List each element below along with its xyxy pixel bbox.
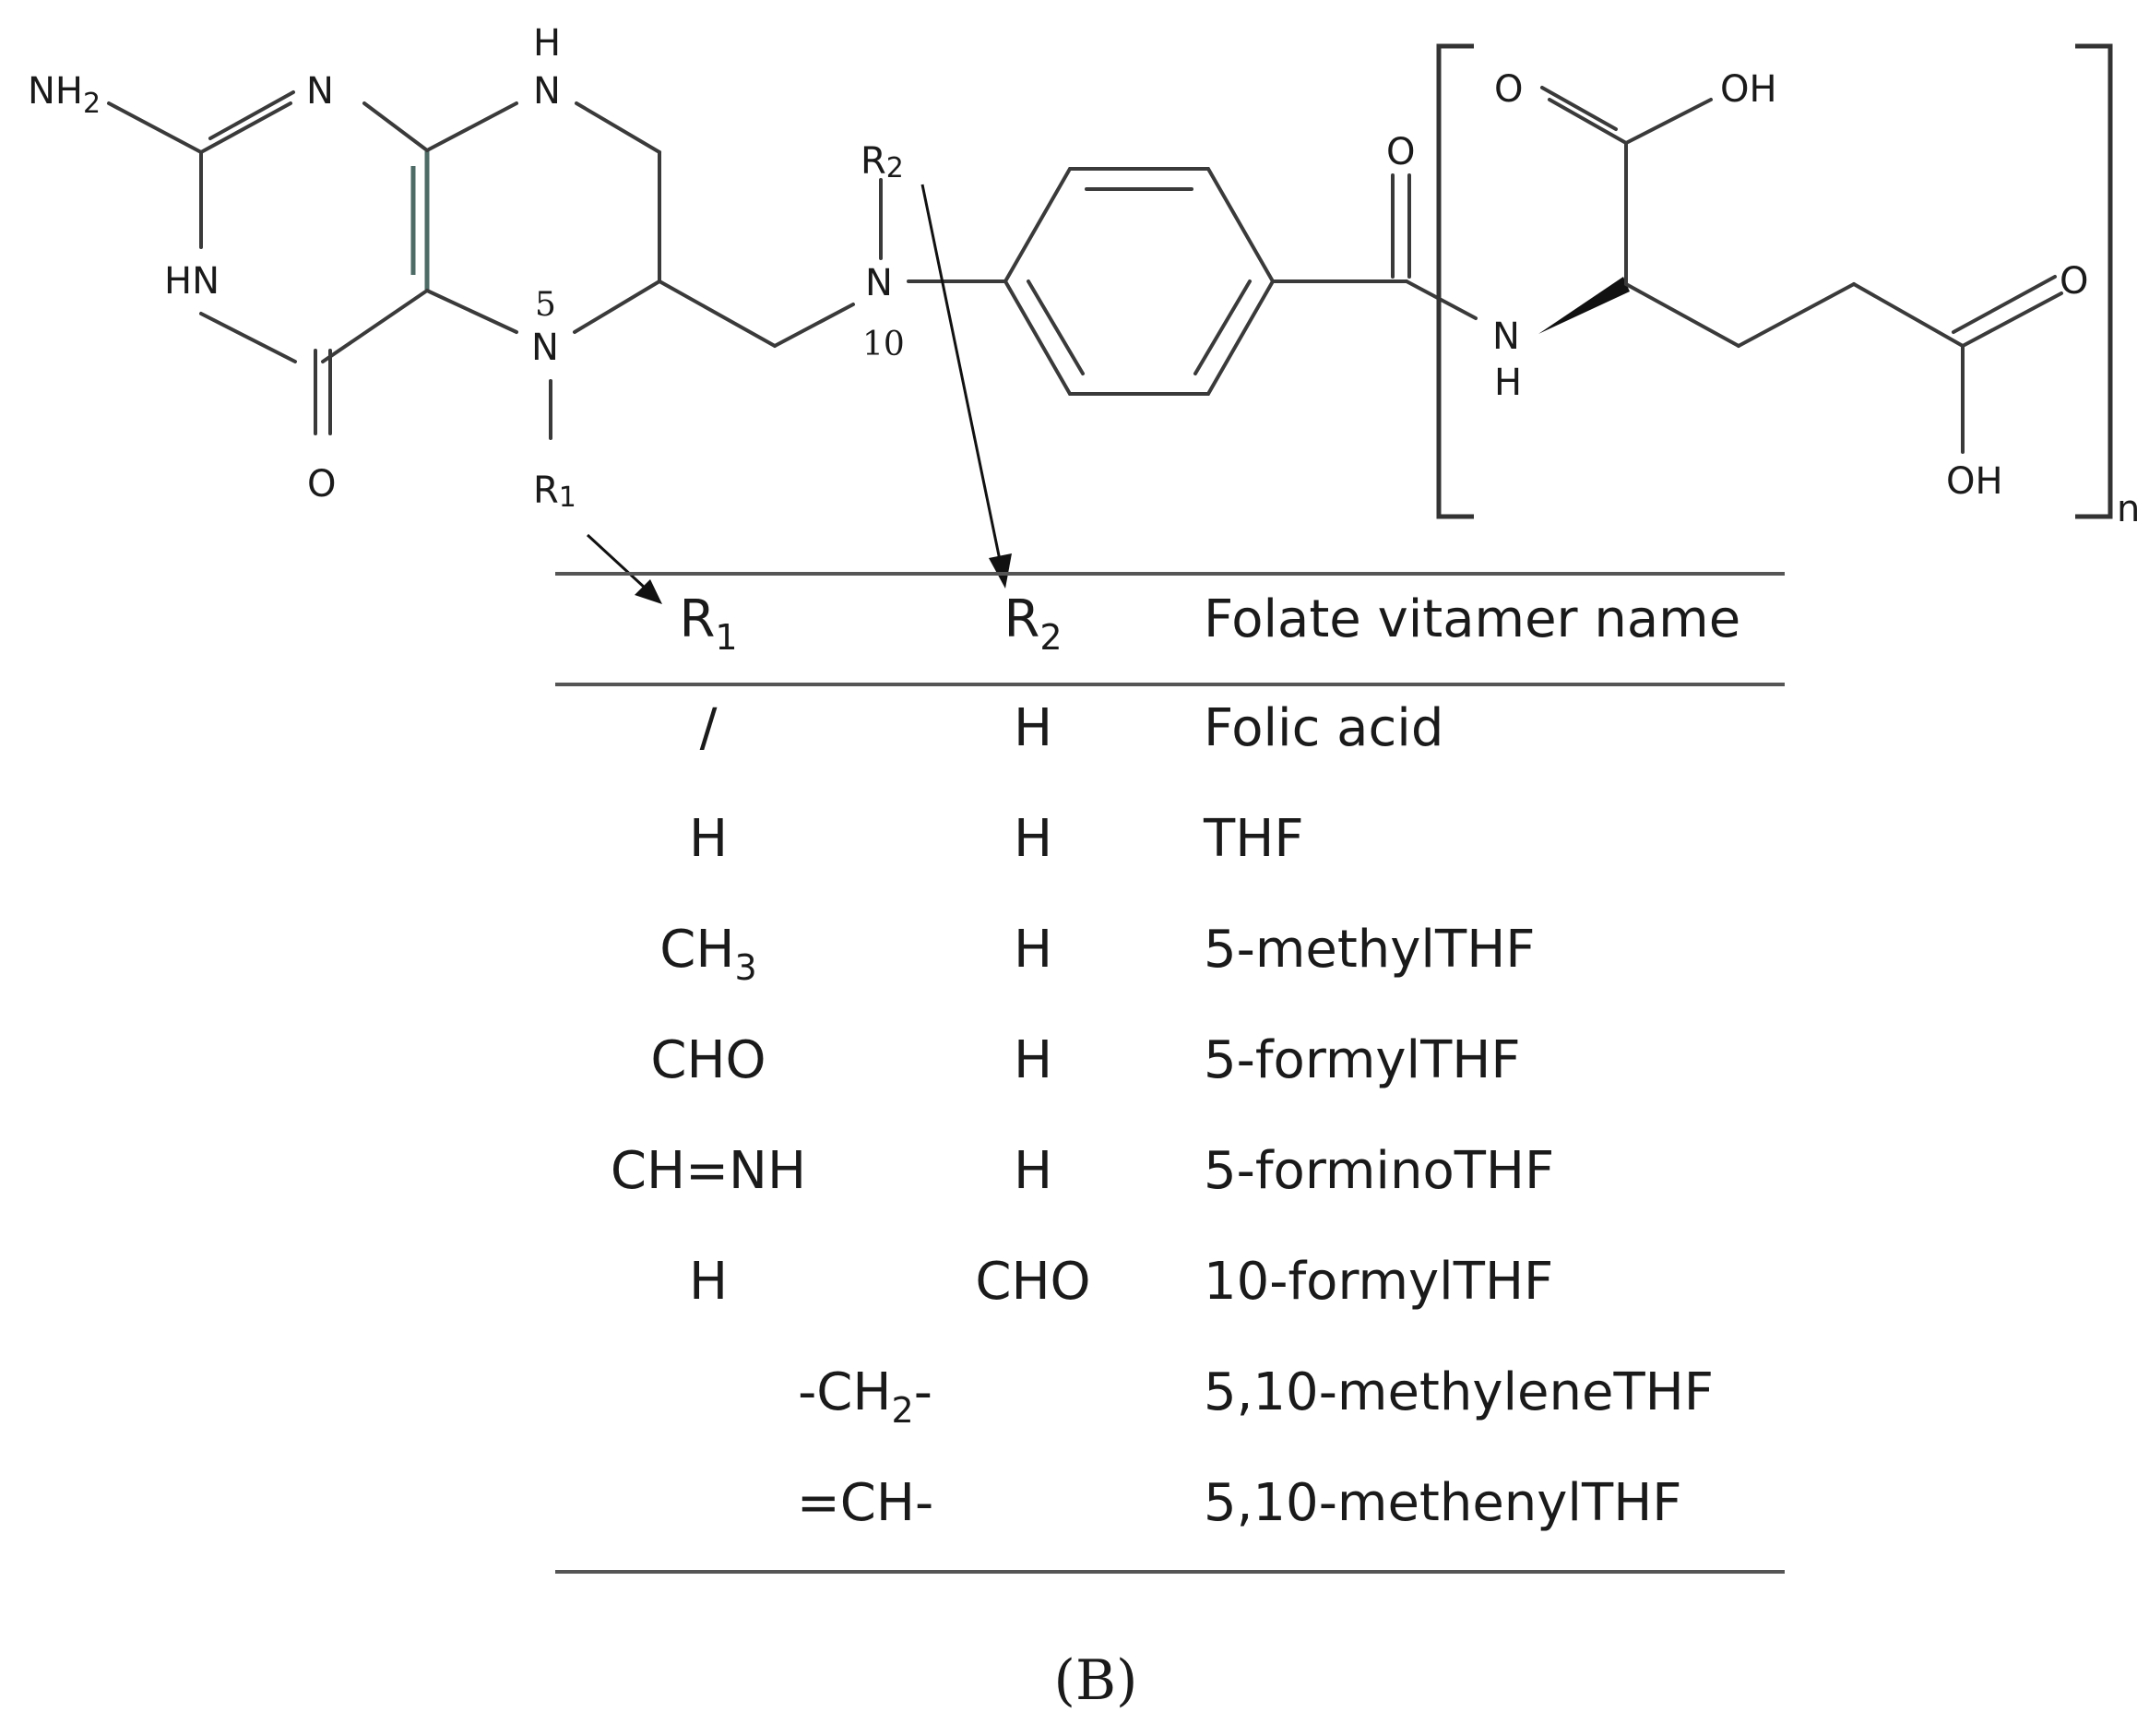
row5-r2: H	[1014, 1141, 1052, 1201]
amide-o-label: O	[1386, 131, 1415, 173]
row5-r1: CH=NH	[611, 1141, 806, 1201]
header-r1: R1	[679, 589, 737, 658]
acid1-o-label: O	[1494, 68, 1523, 111]
n10-label: N	[865, 262, 893, 304]
row8-bridge: =CH-	[797, 1473, 933, 1533]
n5-label: N	[531, 327, 559, 369]
n8-label: N	[533, 70, 561, 113]
carbonyl-o-label: O	[307, 463, 336, 505]
row3-name: 5-methylTHF	[1204, 920, 1536, 980]
nh2-label: NH2	[28, 70, 101, 120]
row2-name: THF	[1203, 809, 1304, 869]
h-top-label: H	[533, 22, 561, 65]
row5-name: 5-forminoTHF	[1204, 1141, 1554, 1201]
row4-r2: H	[1014, 1030, 1052, 1090]
benzene-ring	[1003, 167, 1478, 396]
acid2-o-label: O	[2060, 260, 2088, 303]
amide-n-label: N	[1492, 315, 1520, 358]
pterin-ring	[107, 90, 855, 440]
row4-name: 5-formylTHF	[1204, 1030, 1521, 1090]
row1-r2: H	[1014, 698, 1052, 758]
figure-caption: (B)	[1054, 1648, 1138, 1713]
acid1-oh-label: OH	[1720, 68, 1777, 111]
repeat-brackets	[1436, 43, 2113, 519]
row4-r1: CHO	[650, 1030, 766, 1090]
n1-label: N	[306, 70, 334, 113]
atom-labels: NH2 N HN O H N 5 N R1 R2 N 10 O N H O OH…	[28, 22, 2140, 530]
amide-h-label: H	[1494, 362, 1522, 404]
row1-r1: /	[700, 698, 718, 758]
substituent-arrows	[586, 184, 1012, 604]
row6-name: 10-formylTHF	[1204, 1252, 1553, 1312]
acid2-oh-label: OH	[1946, 460, 2003, 503]
row7-name: 5,10-methyleneTHF	[1204, 1362, 1714, 1422]
row2-r2: H	[1014, 809, 1052, 869]
n5-number: 5	[535, 286, 556, 324]
row3-r1: CH3	[659, 920, 756, 988]
row6-r2: CHO	[975, 1252, 1090, 1312]
n10-bonds	[879, 178, 1007, 283]
vitamer-table: R1 R2 Folate vitamer name / H Folic acid…	[555, 572, 1785, 1574]
row1-name: Folic acid	[1204, 698, 1443, 758]
r2-label: R2	[861, 140, 904, 184]
row7-bridge: -CH2-	[798, 1362, 932, 1431]
row3-r2: H	[1014, 920, 1052, 980]
row6-r1: H	[689, 1252, 728, 1312]
header-name: Folate vitamer name	[1204, 589, 1740, 649]
header-r2: R2	[1003, 589, 1062, 658]
row8-name: 5,10-methenylTHF	[1204, 1473, 1682, 1533]
repeat-n-label: n	[2117, 488, 2140, 530]
r1-label: R1	[533, 470, 576, 514]
row2-r1: H	[689, 809, 728, 869]
n10-number: 10	[862, 326, 905, 363]
hn-label: HN	[164, 260, 220, 303]
glutamate-part	[1538, 86, 2063, 454]
